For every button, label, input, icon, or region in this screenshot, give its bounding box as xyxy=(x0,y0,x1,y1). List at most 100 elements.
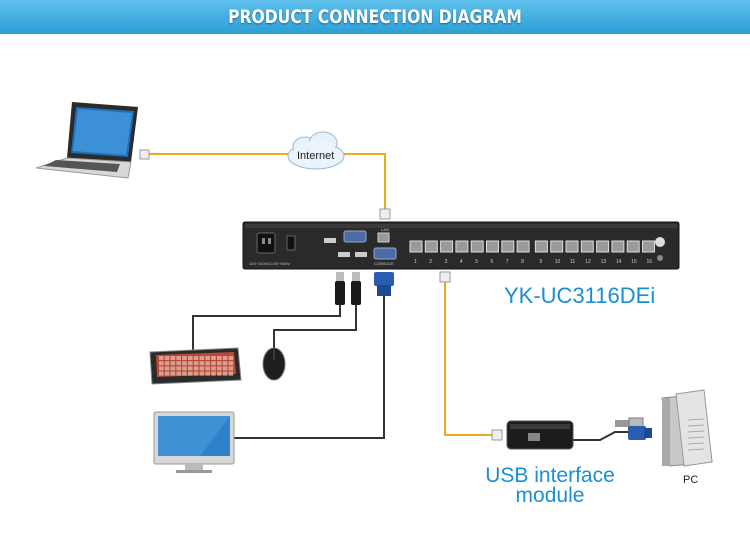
usb-port-icon xyxy=(355,252,367,257)
port-number-3: 3 xyxy=(445,259,448,265)
cable-module-pc xyxy=(572,431,630,441)
rj45-port-9 xyxy=(534,240,548,253)
keyboard-key xyxy=(228,366,234,371)
keyboard-key xyxy=(182,361,187,366)
keyboard-key xyxy=(193,361,199,366)
keyboard-key xyxy=(188,366,193,371)
keyboard-key xyxy=(217,361,222,366)
keyboard-key xyxy=(164,371,170,376)
keyboard-key xyxy=(164,366,170,371)
rj45-connector-icon xyxy=(439,271,451,283)
keyboard-key xyxy=(182,366,187,371)
cable-internet-lan xyxy=(342,153,386,210)
monitor-icon xyxy=(153,411,235,473)
pc-tower-icon xyxy=(661,389,713,467)
kvm-switch-device xyxy=(242,221,680,270)
device-model-label: YK-UC3116DEi xyxy=(504,283,656,308)
keyboard-key xyxy=(205,361,210,366)
port-number-11: 11 xyxy=(570,259,575,265)
keyboard-key xyxy=(228,356,234,360)
rj45-port-row xyxy=(409,240,655,253)
pc-vent-line xyxy=(687,418,705,421)
pc-label: PC xyxy=(683,474,699,486)
port-number-4: 4 xyxy=(460,259,463,265)
keyboard-key xyxy=(211,361,216,366)
keyboard-key xyxy=(211,356,216,360)
rj45-port-14 xyxy=(611,240,625,253)
rj45-port-3 xyxy=(440,240,454,253)
usb-port-icon xyxy=(324,238,336,243)
keyboard-key xyxy=(170,371,176,376)
rj45-connector-icon xyxy=(379,208,391,220)
keyboard-key xyxy=(193,356,199,360)
keyboard-key xyxy=(222,356,228,360)
pc-vent-line xyxy=(687,430,705,433)
rj45-port-1 xyxy=(409,240,423,253)
keyboard-key xyxy=(205,371,210,376)
port-number-5: 5 xyxy=(475,259,478,265)
keyboard-key xyxy=(188,356,193,360)
port-number-8: 8 xyxy=(521,259,524,265)
keyboard-key xyxy=(170,366,176,371)
keyboard-key xyxy=(228,361,234,366)
port-number-15: 15 xyxy=(631,259,637,265)
vga-plug-icon xyxy=(374,272,394,296)
rj45-connector-icon xyxy=(139,149,150,160)
vga-port-icon xyxy=(373,247,397,260)
keyboard-key xyxy=(193,371,199,376)
keyboard-key xyxy=(222,366,228,371)
power-switch-icon xyxy=(286,235,296,251)
usb-plug-icon xyxy=(335,272,345,305)
keyboard-key xyxy=(188,371,193,376)
keyboard-key xyxy=(211,366,216,371)
keyboard-key xyxy=(159,371,164,376)
keyboard-key xyxy=(182,371,187,376)
pc-vent-line xyxy=(687,424,705,427)
title-banner xyxy=(0,0,750,34)
rj45-port-7 xyxy=(501,240,515,253)
power-socket-icon xyxy=(256,232,276,254)
keyboard-key xyxy=(205,366,210,371)
rj45-port-8 xyxy=(516,240,530,253)
keyboard-key xyxy=(182,356,187,360)
keyboard-key xyxy=(164,361,170,366)
mouse-icon xyxy=(262,347,286,381)
lan-label: LAN xyxy=(381,227,389,232)
keyboard-key xyxy=(159,361,164,366)
cable-port-module xyxy=(444,282,495,436)
keyboard-key xyxy=(170,361,176,366)
rj45-port-5 xyxy=(470,240,484,253)
port-number-12: 12 xyxy=(585,259,591,265)
keyboard-key xyxy=(228,371,234,376)
keyboard-key xyxy=(159,356,164,360)
keyboard-key xyxy=(176,371,181,376)
page-title: PRODUCT CONNECTION DIAGRAM xyxy=(228,6,522,28)
port-number-10: 10 xyxy=(555,259,561,265)
keyboard-key xyxy=(199,356,205,360)
vga-port-icon xyxy=(343,230,367,243)
internet-label: Internet xyxy=(297,150,335,162)
usb-interface-module-icon xyxy=(506,420,574,450)
rj45-port-2 xyxy=(424,240,438,253)
module-label-line1: USB interface xyxy=(485,464,615,487)
keyboard-key xyxy=(222,361,228,366)
port-number-7: 7 xyxy=(506,259,509,265)
port-number-13: 13 xyxy=(601,259,607,265)
module-label-line2: module xyxy=(515,484,585,507)
keyboard-key xyxy=(188,361,193,366)
port-number-14: 14 xyxy=(616,259,622,265)
power-label: 100~240VAC/50~60Hz xyxy=(249,261,290,266)
console-label: CONSOLE xyxy=(374,261,394,266)
keyboard-key xyxy=(199,361,205,366)
lan-port-icon xyxy=(377,232,390,243)
keyboard-icon xyxy=(149,347,242,385)
cable-mouse xyxy=(273,305,357,348)
port-number-2: 2 xyxy=(429,259,432,265)
rj45-port-13 xyxy=(596,240,610,253)
keyboard-key xyxy=(199,366,205,371)
port-number-16: 16 xyxy=(647,259,653,265)
keyboard-key xyxy=(176,366,181,371)
keyboard-key xyxy=(159,366,164,371)
keyboard-key xyxy=(199,371,205,376)
rj45-port-11 xyxy=(565,240,579,253)
